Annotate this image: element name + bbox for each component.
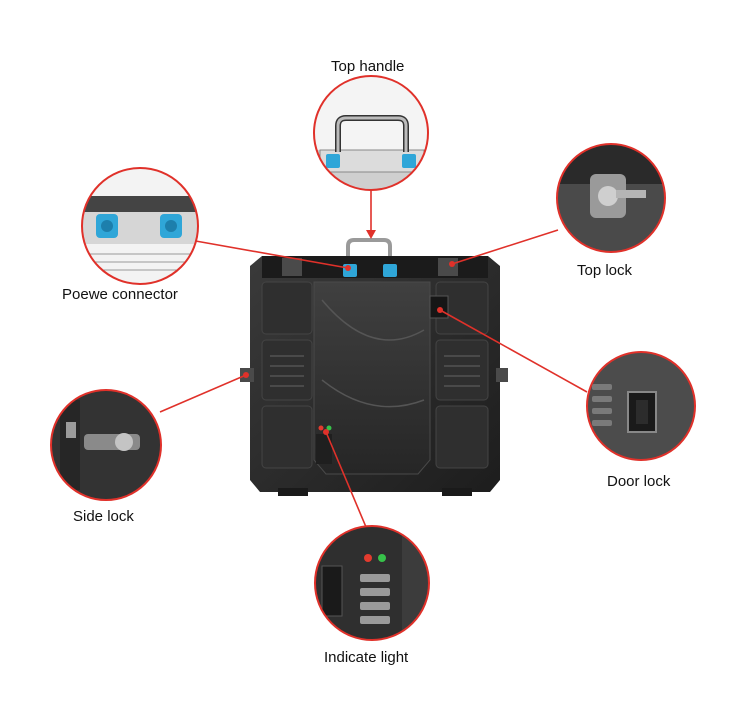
- led-cabinet: [240, 238, 508, 496]
- callout-line-side-lock: [159, 374, 247, 413]
- callout-line-power-connector: [189, 239, 349, 269]
- green-led-icon: [378, 554, 386, 562]
- arrow-head-icon: [366, 230, 376, 239]
- callout-line-top-lock: [451, 229, 559, 265]
- label-side-lock: Side lock: [73, 508, 134, 525]
- zoom-side-lock: [50, 389, 162, 501]
- label-top-handle: Top handle: [331, 58, 405, 75]
- zoom-top-handle: [313, 75, 429, 191]
- red-led-icon: [364, 554, 372, 562]
- zoom-top-lock: [556, 143, 666, 253]
- label-power-connector: Poewe connector: [62, 286, 178, 303]
- callout-line-indicate-light: [325, 431, 367, 528]
- label-door-lock: Door lock: [607, 473, 671, 490]
- label-top-lock: Top lock: [577, 262, 633, 279]
- zoom-indicate-light: [314, 525, 430, 641]
- callout-line-door-lock: [439, 309, 588, 393]
- zoom-power-connector: [81, 167, 199, 285]
- zoom-door-lock: [586, 351, 696, 461]
- callout-lines: [159, 190, 588, 528]
- label-indicate-light: Indicate light: [324, 649, 409, 666]
